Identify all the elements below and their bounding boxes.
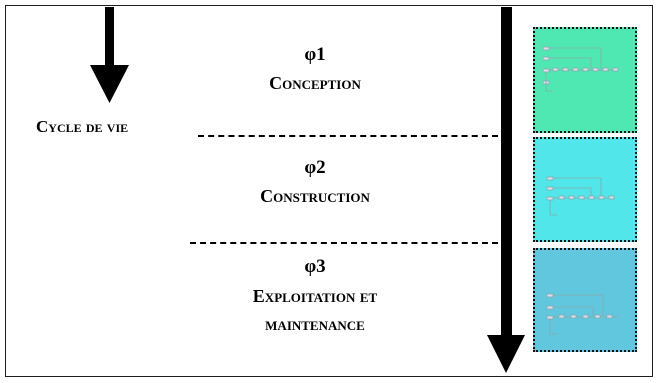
phase-2-thumbnail [533,137,637,242]
phase-2-id: φ2 [304,157,326,178]
phase-1-id: φ1 [304,44,326,65]
mini-diagram-icon [546,176,615,216]
mini-diagram-icon [546,293,619,335]
cycle-de-vie-label: Cycle de vie [36,117,129,136]
separator-2 [190,242,498,244]
phase-3-thumbnail [533,248,637,352]
separator-1 [198,135,498,137]
mini-diagram-icon [542,46,619,92]
right-down-arrow-icon [487,7,525,373]
phase-1-name: Conception [269,73,361,93]
phase-3-name-line2: maintenance [265,314,365,334]
phase-2-name: Construction [260,186,370,206]
phase-3-name-line1: Exploitation et [252,286,378,306]
left-down-arrow-icon [90,7,129,103]
phase-1-thumbnail [533,27,637,133]
phase-3-id: φ3 [304,256,326,277]
